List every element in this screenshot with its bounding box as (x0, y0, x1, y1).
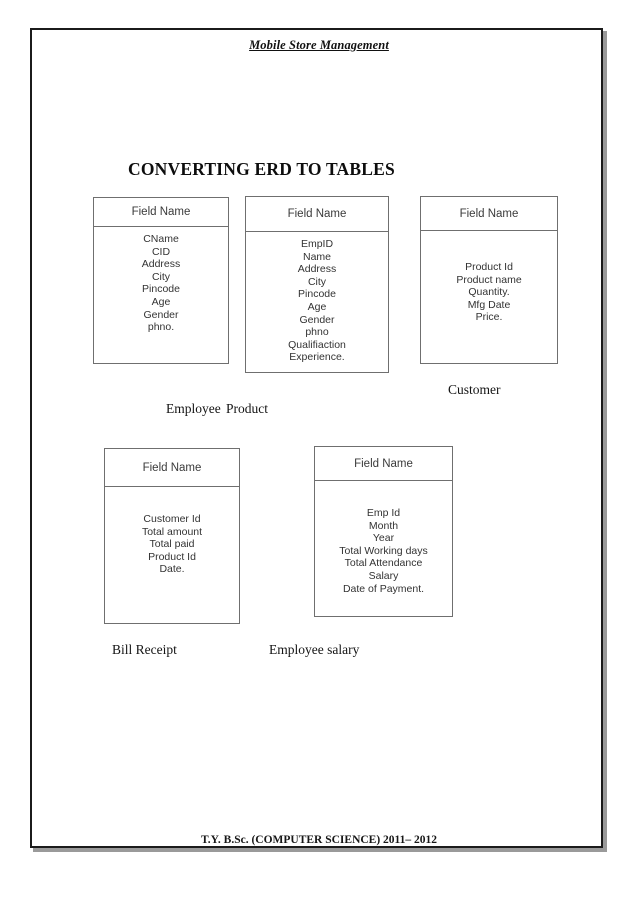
table-row: Gender (299, 313, 335, 326)
table-row: Age (307, 300, 327, 313)
table-row: phno (305, 326, 329, 339)
table-row: Emp Id (366, 507, 401, 519)
table-row: phno. (147, 321, 175, 334)
table-row: Gender (143, 308, 179, 321)
table-row: Name (302, 250, 331, 263)
entity-table-employee: Field Name EmpID Name Address City Pinco… (245, 196, 389, 373)
table-row: CID (151, 245, 171, 258)
table-row: Product name (456, 273, 522, 286)
entity-table-customer: Field Name CName CID Address City Pincod… (93, 197, 229, 364)
table-row: Date. (159, 563, 185, 576)
table-row: Experience. (289, 351, 345, 364)
table-header-cell: Field Name (246, 197, 388, 232)
section-heading: CONVERTING ERD TO TABLES (128, 159, 395, 179)
table-row: Address (141, 258, 181, 271)
table-header-cell: Field Name (94, 198, 228, 227)
page-border-frame (30, 28, 603, 848)
table-row: Address (297, 263, 337, 276)
table-header-cell: Field Name (421, 197, 557, 231)
table-header-cell: Field Name (105, 449, 239, 487)
table-row: Pincode (298, 288, 336, 301)
table-row: Quantity. (468, 286, 510, 299)
page-footer: T.Y. B.Sc. (COMPUTER SCIENCE) 2011– 2012 (200, 834, 438, 846)
table-row: Pincode (142, 283, 180, 296)
table-row: Total Working days (339, 544, 428, 557)
table-row: Customer Id (143, 513, 201, 525)
table-field-list: Customer Id Total amount Total paid Prod… (105, 487, 239, 576)
table-row: Age (151, 295, 171, 308)
table-field-list: Emp Id Month Year Total Working days Tot… (315, 481, 452, 595)
table-row: Total Attendance (344, 557, 423, 570)
table-field-list: Product Id Product name Quantity. Mfg Da… (421, 231, 557, 324)
table-header-cell: Field Name (315, 447, 452, 481)
table-row: Month (368, 519, 399, 532)
table-row: Total amount (141, 525, 203, 538)
table-row: EmpID (300, 238, 334, 250)
table-row: Date of Payment. (342, 582, 425, 595)
table-row: Product Id (148, 550, 196, 563)
document-title: Mobile Store Management (249, 38, 389, 52)
table-field-list: EmpID Name Address City Pincode Age Gend… (246, 232, 388, 364)
caption-product: Product (226, 401, 268, 416)
table-row: Salary (368, 569, 399, 582)
table-row: CName (143, 233, 179, 245)
table-row: Product Id (465, 261, 513, 273)
caption-bill-receipt: Bill Receipt (112, 642, 177, 657)
entity-table-employee-salary: Field Name Emp Id Month Year Total Worki… (314, 446, 453, 617)
table-row: City (151, 270, 171, 283)
caption-employee: Employee (166, 401, 221, 416)
table-row: Price. (475, 311, 503, 324)
table-field-list: CName CID Address City Pincode Age Gende… (94, 227, 228, 334)
caption-customer: Customer (448, 382, 501, 397)
entity-table-bill-receipt: Field Name Customer Id Total amount Tota… (104, 448, 240, 624)
table-row: Total paid (149, 538, 195, 551)
entity-table-product: Field Name Product Id Product name Quant… (420, 196, 558, 364)
table-row: Qualifiaction (288, 338, 346, 351)
table-row: City (307, 275, 327, 288)
table-row: Mfg Date (467, 298, 511, 311)
caption-employee-salary: Employee salary (269, 642, 360, 657)
table-row: Year (372, 532, 395, 545)
